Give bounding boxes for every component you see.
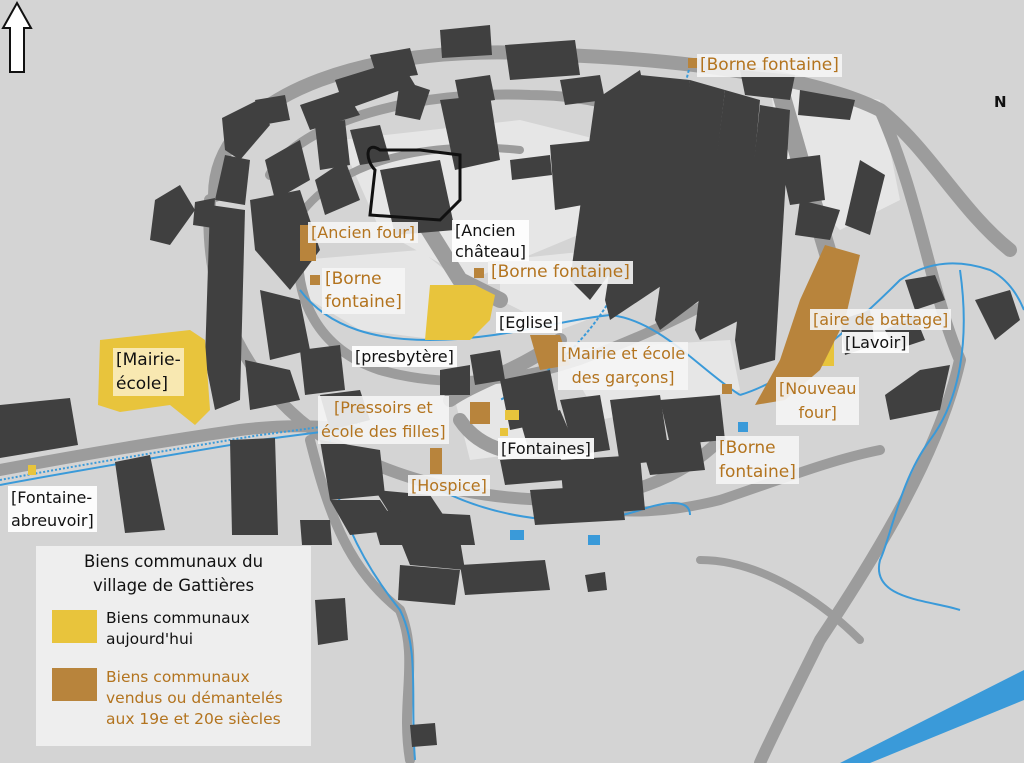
legend-swatch-today [52,610,97,643]
water-basins [510,422,748,545]
label-borne-fontaine-se: [Borne fontaine] [716,436,799,484]
label-hospice: [Hospice] [408,475,490,496]
label-fontaine-abreuvoir: [Fontaine- abreuvoir] [8,486,97,532]
buildings [0,25,1020,747]
label-fontaines: [Fontaines] [498,438,594,459]
legend-title: Biens communaux du village de Gattières [83,552,264,595]
legend-swatch-sold [52,668,97,701]
label-aire-de-battage: [aire de battage] [810,309,952,330]
river [840,670,1024,763]
label-borne-fontaine-ne: [Borne fontaine] [697,54,842,77]
legend-label-sold: Biens communaux vendus ou démantelés aux… [106,668,283,728]
north-arrow-icon [1,0,33,73]
label-lavoir: [Lavoir] [842,332,910,353]
legend: Biens communaux du village de Gattières … [36,546,311,746]
north-label: N [994,93,1007,111]
label-mairie-ecole: [Mairie- école] [113,348,184,396]
label-eglise: [Eglise] [496,312,562,333]
label-nouveau-four: [Nouveau four] [776,377,860,425]
legend-label-today: Biens communaux aujourd'hui [106,609,250,648]
label-ancien-chateau: [Ancien château] [452,220,530,262]
label-pressoirs-ecole-filles: [Pressoirs et école des filles] [318,396,449,444]
label-borne-fontaine-w: [Borne fontaine] [322,268,405,314]
label-mairie-garcons: [Mairie et école des garçons] [558,342,689,390]
castle-outline [366,146,462,222]
label-borne-fontaine-c: [Borne fontaine] [488,261,633,284]
label-presbytere: [presbytère] [352,346,457,367]
label-ancien-four: [Ancien four] [308,222,419,243]
